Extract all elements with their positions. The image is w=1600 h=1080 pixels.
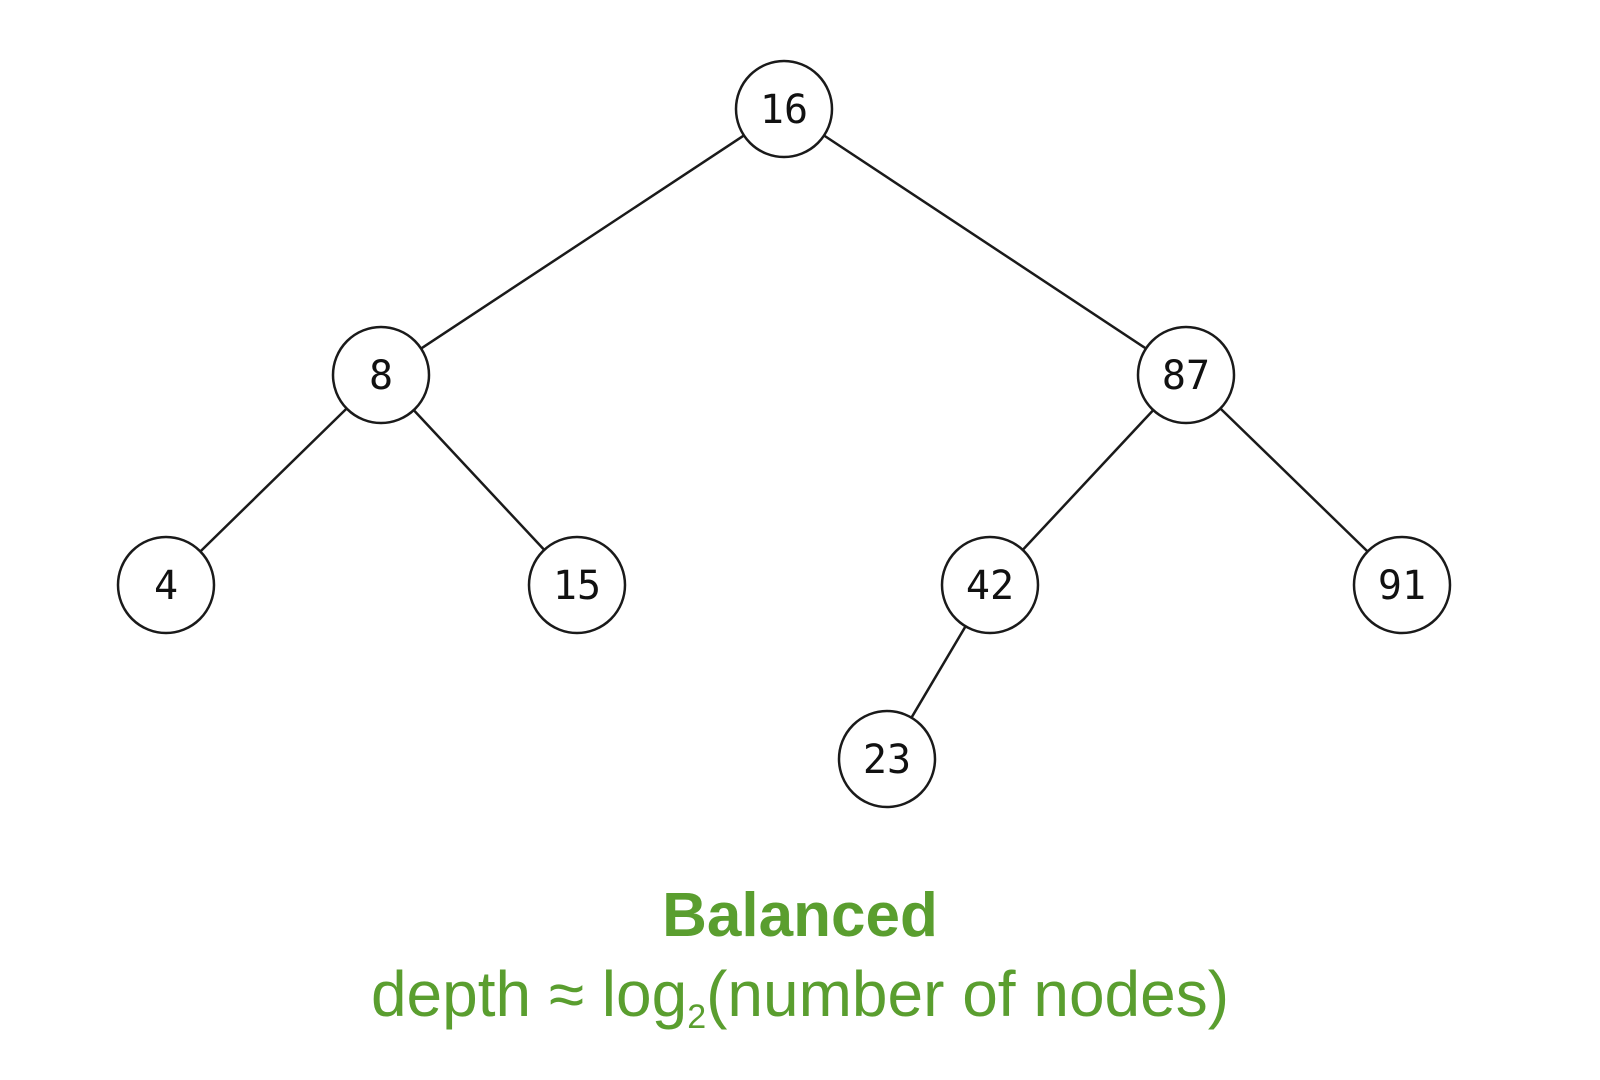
node-label: 8 xyxy=(369,353,393,399)
tree-node-16: 16 xyxy=(734,59,834,159)
node-circle xyxy=(940,535,1040,635)
node-label: 16 xyxy=(760,87,808,133)
tree-node-23: 23 xyxy=(837,709,937,809)
formula-suffix: (number of nodes) xyxy=(706,958,1230,1030)
edge-42-23 xyxy=(910,625,967,719)
tree-node-91: 91 xyxy=(1352,535,1452,635)
tree-node-4: 4 xyxy=(116,535,216,635)
node-label: 91 xyxy=(1378,563,1426,609)
edge-87-42 xyxy=(1021,409,1155,551)
node-label: 4 xyxy=(154,563,178,609)
edge-16-87 xyxy=(823,134,1147,350)
tree-nodes: 16 8 87 4 15 42 91 23 xyxy=(116,59,1452,809)
node-label: 23 xyxy=(863,737,911,783)
edge-8-15 xyxy=(412,409,546,551)
edge-87-91 xyxy=(1219,407,1369,553)
tree-node-42: 42 xyxy=(940,535,1040,635)
node-circle xyxy=(116,535,216,635)
node-circle xyxy=(1352,535,1452,635)
node-circle xyxy=(331,325,431,425)
node-label: 15 xyxy=(553,563,601,609)
tree-node-87: 87 xyxy=(1136,325,1236,425)
edge-8-4 xyxy=(199,407,348,553)
edge-16-8 xyxy=(420,134,745,350)
caption-formula: depth ≈ log2(number of nodes) xyxy=(0,962,1600,1034)
caption-title: Balanced xyxy=(662,881,938,950)
tree-node-15: 15 xyxy=(527,535,627,635)
formula-subscript: 2 xyxy=(687,998,707,1036)
node-circle xyxy=(1136,325,1236,425)
node-circle xyxy=(734,59,834,159)
node-label: 42 xyxy=(966,563,1014,609)
tree-node-8: 8 xyxy=(331,325,431,425)
node-label: 87 xyxy=(1162,353,1210,399)
tree-edges xyxy=(199,134,1369,719)
node-circle xyxy=(527,535,627,635)
node-circle xyxy=(837,709,937,809)
formula-prefix: depth ≈ log xyxy=(370,958,688,1030)
